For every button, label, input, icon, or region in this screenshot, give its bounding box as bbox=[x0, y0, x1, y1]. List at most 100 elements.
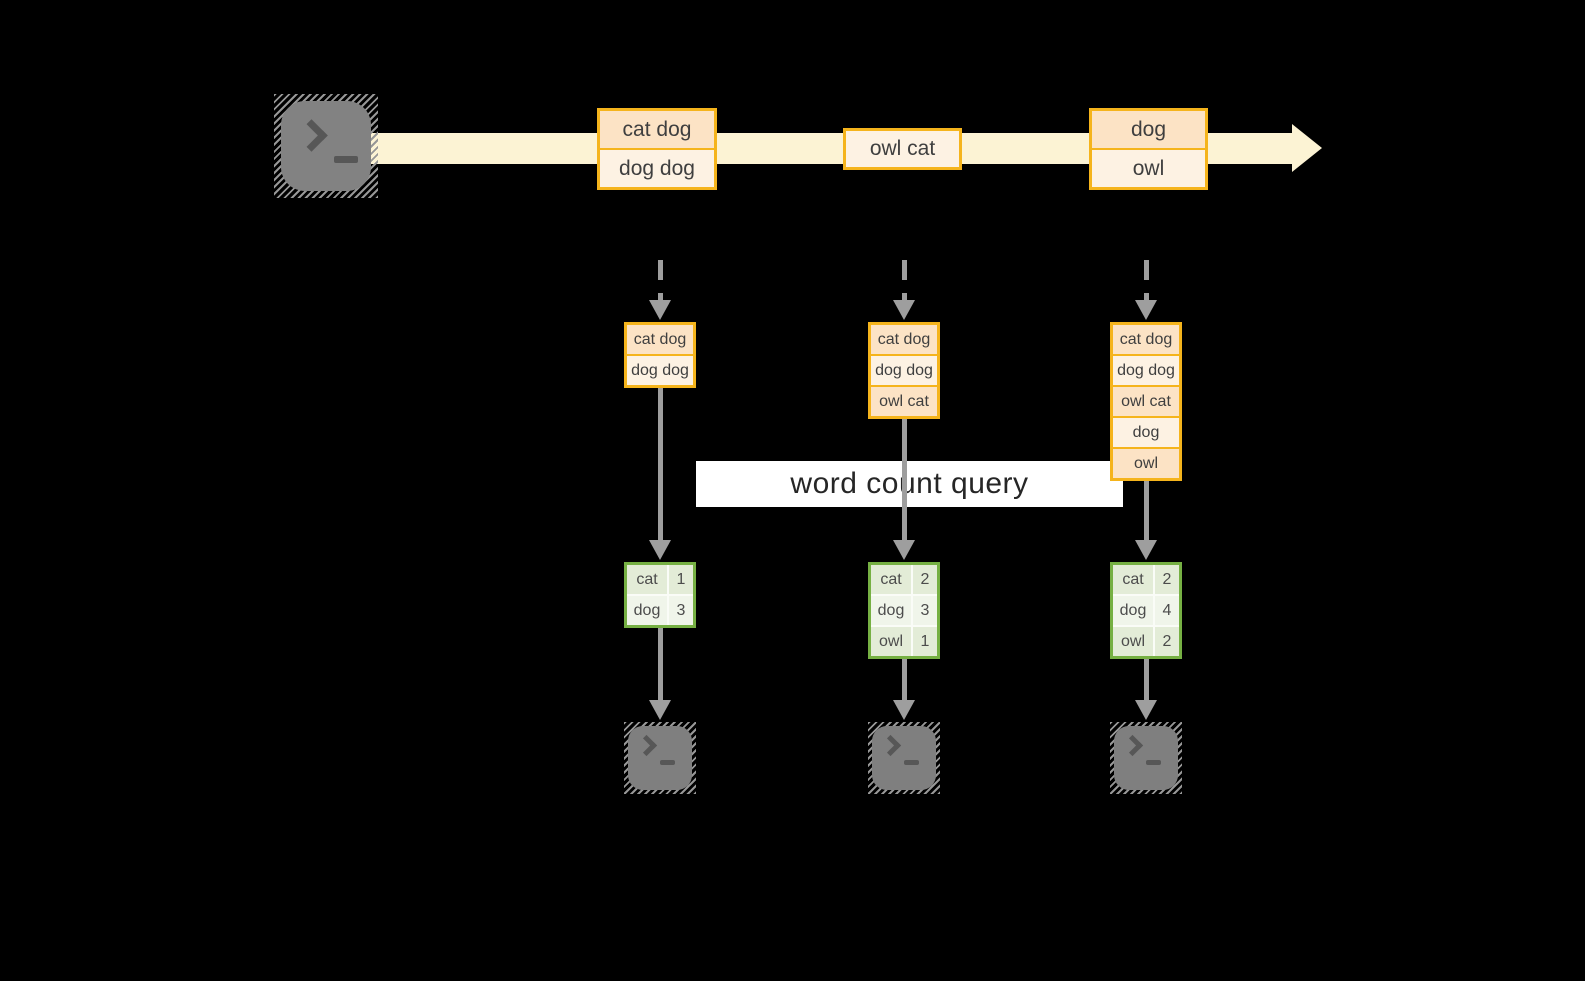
query-label-band: word count query bbox=[696, 461, 1123, 507]
dashed-arrow-shaft bbox=[1144, 260, 1149, 302]
result-count-cell: 3 bbox=[913, 596, 937, 625]
result-count-cell: 2 bbox=[1155, 627, 1179, 656]
arrow-shaft bbox=[902, 659, 907, 702]
count-text: 3 bbox=[920, 601, 930, 619]
result-row: cat 2 bbox=[1113, 565, 1179, 594]
terminal-cursor-icon bbox=[660, 760, 675, 765]
result-table-t3: cat 2 dog 4 owl 2 bbox=[1110, 562, 1182, 659]
dashed-arrowhead-icon bbox=[649, 300, 671, 320]
result-word-cell: owl bbox=[871, 627, 913, 656]
arrowhead-icon bbox=[649, 700, 671, 720]
arrowhead-icon bbox=[893, 700, 915, 720]
count-text: 3 bbox=[676, 601, 686, 619]
arrow-shaft bbox=[1144, 481, 1149, 542]
unbounded-table-row: dog dog bbox=[1113, 354, 1179, 385]
unbounded-table-row: dog bbox=[1113, 416, 1179, 447]
unbounded-table-t2: cat dog dog dog owl cat bbox=[868, 322, 940, 419]
terminal-body bbox=[872, 726, 936, 790]
result-row: dog 3 bbox=[627, 594, 693, 625]
word-text: dog bbox=[877, 601, 905, 619]
unbounded-table-row: owl cat bbox=[1113, 385, 1179, 416]
stream-record-row: owl cat bbox=[846, 131, 959, 167]
terminal-body bbox=[281, 101, 371, 191]
result-count-cell: 3 bbox=[669, 596, 693, 625]
word-text: dog bbox=[633, 601, 661, 619]
result-row: cat 2 bbox=[871, 565, 937, 594]
terminal-cursor-icon bbox=[334, 156, 358, 163]
result-count-cell: 2 bbox=[1155, 565, 1179, 594]
count-text: 2 bbox=[920, 570, 930, 588]
row-text: cat dog bbox=[633, 330, 687, 348]
terminal-sink-icon bbox=[1110, 722, 1182, 794]
query-label: word count query bbox=[790, 467, 1029, 500]
unbounded-table-row: cat dog bbox=[871, 325, 937, 354]
record-text: cat dog bbox=[622, 117, 692, 141]
count-text: 4 bbox=[1162, 601, 1172, 619]
unbounded-table-row: cat dog bbox=[1113, 325, 1179, 354]
row-text: owl cat bbox=[1121, 392, 1171, 410]
word-text: dog bbox=[1119, 601, 1147, 619]
terminal-sink-icon bbox=[868, 722, 940, 794]
result-row: owl 2 bbox=[1113, 625, 1179, 656]
dashed-arrowhead-icon bbox=[893, 300, 915, 320]
result-table-t2: cat 2 dog 3 owl 1 bbox=[868, 562, 940, 659]
unbounded-table-row: cat dog bbox=[627, 325, 693, 354]
result-word-cell: cat bbox=[1113, 565, 1155, 594]
stream-arrowhead-icon bbox=[1292, 124, 1322, 172]
arrow-shaft bbox=[1144, 659, 1149, 702]
arrow-shaft bbox=[658, 388, 663, 542]
row-text: dog bbox=[1132, 423, 1160, 441]
stream-record-batch-2: owl cat bbox=[843, 128, 962, 170]
count-text: 2 bbox=[1162, 570, 1172, 588]
result-count-cell: 1 bbox=[913, 627, 937, 656]
unbounded-table-t3: cat dog dog dog owl cat dog owl bbox=[1110, 322, 1182, 481]
row-text: cat dog bbox=[877, 330, 931, 348]
dashed-arrowhead-icon bbox=[1135, 300, 1157, 320]
row-text: owl bbox=[1133, 454, 1158, 472]
terminal-sink-icon bbox=[624, 722, 696, 794]
arrowhead-icon bbox=[893, 540, 915, 560]
arrow-shaft bbox=[658, 628, 663, 702]
unbounded-table-row: owl cat bbox=[871, 385, 937, 416]
arrowhead-icon bbox=[1135, 700, 1157, 720]
result-row: dog 4 bbox=[1113, 594, 1179, 625]
result-word-cell: cat bbox=[871, 565, 913, 594]
stream-record-row: dog bbox=[1092, 111, 1205, 148]
record-text: owl bbox=[1132, 156, 1165, 180]
arrow-shaft bbox=[902, 419, 907, 542]
record-text: dog dog bbox=[619, 156, 695, 180]
result-row: dog 3 bbox=[871, 594, 937, 625]
row-text: owl cat bbox=[879, 392, 929, 410]
dashed-arrow-shaft bbox=[902, 260, 907, 302]
row-text: dog dog bbox=[631, 361, 689, 379]
terminal-body bbox=[628, 726, 692, 790]
row-text: cat dog bbox=[1119, 330, 1173, 348]
result-count-cell: 2 bbox=[913, 565, 937, 594]
result-word-cell: owl bbox=[1113, 627, 1155, 656]
arrowhead-icon bbox=[649, 540, 671, 560]
terminal-cursor-icon bbox=[904, 760, 919, 765]
result-row: cat 1 bbox=[627, 565, 693, 594]
result-table-t1: cat 1 dog 3 bbox=[624, 562, 696, 628]
result-count-cell: 4 bbox=[1155, 596, 1179, 625]
unbounded-table-row: owl bbox=[1113, 447, 1179, 478]
result-word-cell: cat bbox=[627, 565, 669, 594]
unbounded-table-row: dog dog bbox=[627, 354, 693, 385]
result-word-cell: dog bbox=[871, 596, 913, 625]
word-text: owl bbox=[878, 632, 903, 650]
word-text: cat bbox=[880, 570, 902, 588]
result-row: owl 1 bbox=[871, 625, 937, 656]
unbounded-table-t1: cat dog dog dog bbox=[624, 322, 696, 388]
terminal-cursor-icon bbox=[1146, 760, 1161, 765]
word-text: owl bbox=[1120, 632, 1145, 650]
count-text: 1 bbox=[920, 632, 930, 650]
stream-record-batch-1: cat dog dog dog bbox=[597, 108, 717, 190]
arrowhead-icon bbox=[1135, 540, 1157, 560]
row-text: dog dog bbox=[1117, 361, 1175, 379]
word-text: cat bbox=[636, 570, 658, 588]
stream-record-row: owl bbox=[1092, 148, 1205, 187]
terminal-source-icon bbox=[274, 94, 378, 198]
result-word-cell: dog bbox=[627, 596, 669, 625]
terminal-body bbox=[1114, 726, 1178, 790]
result-word-cell: dog bbox=[1113, 596, 1155, 625]
